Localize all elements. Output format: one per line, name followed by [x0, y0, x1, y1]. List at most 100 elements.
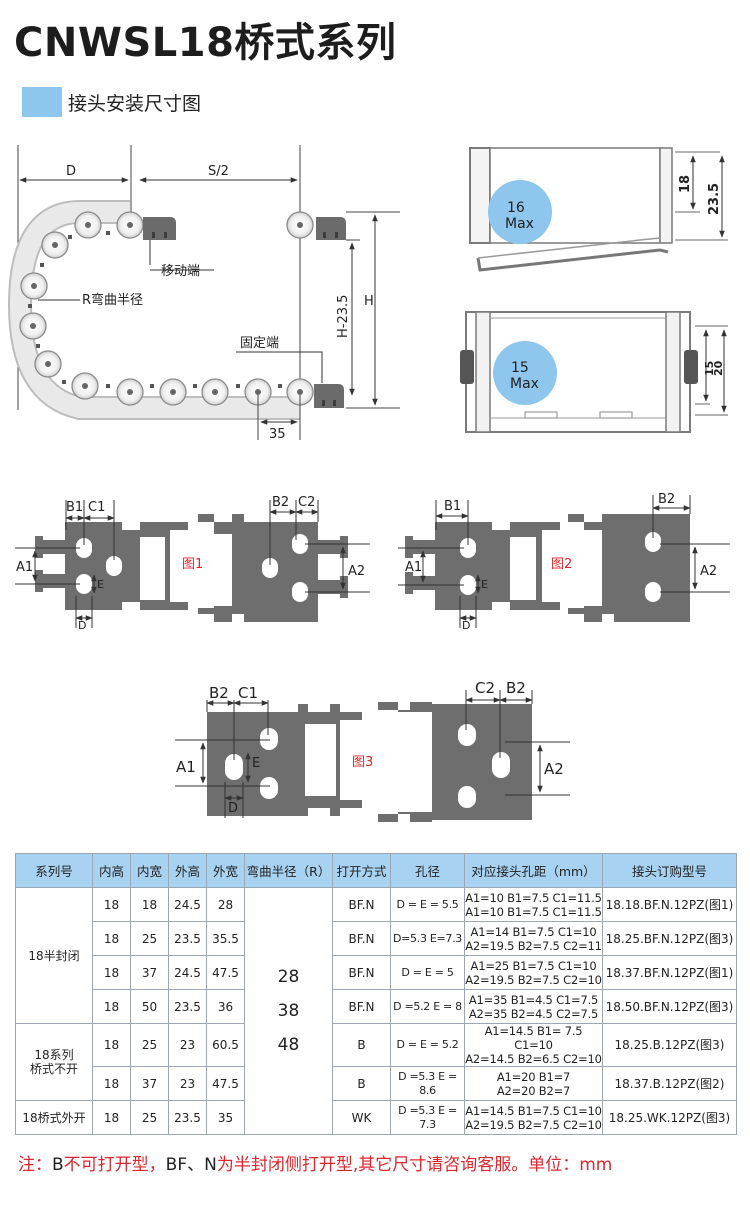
cell: 25	[130, 1100, 169, 1135]
dim-s2-label: S/2	[208, 164, 229, 179]
dim-20-label: 20	[712, 360, 725, 376]
model-cell: 18.25.WK.12PZ(图3)	[602, 1100, 737, 1135]
cell: 18	[92, 1100, 131, 1135]
note-part: B	[52, 1155, 64, 1175]
fig3-label: 图3	[352, 755, 373, 770]
fig3-d: D	[228, 801, 238, 816]
fig1-b1: B1	[66, 500, 83, 515]
series-label: 18系列	[34, 1048, 74, 1062]
section-header: 接头安装尺寸图	[22, 87, 201, 117]
cell: 23	[168, 1023, 207, 1067]
fig3-e: E	[252, 756, 260, 771]
cell: 23.5	[168, 1100, 207, 1135]
cell: 25	[130, 921, 169, 956]
fig1-b2: B2	[272, 495, 289, 510]
side-view-top: 18 23.5 16 Max	[469, 147, 728, 272]
model-cell: 18.25.B.12PZ(图3)	[602, 1023, 737, 1067]
cell: D = E = 5	[390, 955, 465, 990]
series-cell: 18桥式外开	[15, 1100, 93, 1135]
fig1-c2: C2	[298, 495, 315, 510]
bend-radius-label: R弯曲半径	[82, 292, 143, 308]
cell: 47.5	[206, 955, 245, 990]
fig2-d: D	[462, 619, 470, 632]
bend-radius-cell: 28 38 48	[244, 887, 333, 1135]
cell: 60.5	[206, 1023, 245, 1067]
col-hole-dia: 孔径	[390, 853, 465, 888]
cell-line: A1=10 B1=7.5 C1=11.5	[465, 890, 602, 905]
series-cell: 18半封闭	[15, 887, 93, 1024]
table-row: 18 25 23.5 35.5 BF.N D=5.3 E=7.3 A1=14 B…	[16, 921, 737, 956]
cell: 47.5	[206, 1066, 245, 1101]
cell: 37	[130, 955, 169, 990]
moving-end-label: 移动端	[161, 264, 200, 279]
fixed-end-connector	[314, 384, 344, 408]
max-label-top: Max	[505, 216, 534, 232]
bend-radius-value: 38	[277, 1001, 300, 1021]
col-open-type: 打开方式	[332, 853, 391, 888]
model-cell: 18.18.BF.N.12PZ(图1)	[602, 887, 737, 922]
model-cell: 18.50.BF.N.12PZ(图3)	[602, 989, 737, 1024]
fig3-c2: C2	[475, 679, 495, 697]
dim-23-5-label: 23.5	[707, 183, 722, 215]
figure-2: B1 A1 E D 图2 B2 A2	[398, 492, 730, 632]
cell: D=5.3 E=7.3	[390, 921, 465, 956]
fig1-d: D	[78, 619, 86, 632]
fig1-a2: A2	[348, 564, 365, 579]
fig1-label: 图1	[182, 557, 203, 572]
cell: 28	[206, 887, 245, 922]
series-label: 桥式不开	[29, 1062, 78, 1076]
fig2-b1: B1	[444, 499, 461, 514]
fig3-b2: B2	[209, 684, 229, 702]
model-cell: 18.25.BF.N.12PZ(图3)	[602, 921, 737, 956]
table-row: 18 37 24.5 47.5 BF.N D = E = 5 A1=25 B1=…	[16, 955, 737, 990]
fig3-c1: C1	[238, 684, 258, 702]
col-outer-height: 外高	[168, 853, 207, 888]
cell-line: A2=14.5 B2=6.5 C2=10	[465, 1052, 602, 1066]
cell: 35	[206, 1100, 245, 1135]
col-inner-width: 内宽	[130, 853, 169, 888]
col-hole-pitch: 对应接头孔距（mm）	[464, 853, 603, 888]
cell: BF.N	[332, 887, 391, 922]
cell: 24.5	[168, 887, 207, 922]
bend-radius-value: 28	[277, 967, 300, 987]
dim-h-minus-label: H-23.5	[336, 295, 351, 338]
col-order-model: 接头订购型号	[602, 853, 737, 888]
section-accent-block	[22, 87, 62, 117]
cell: 35.5	[206, 921, 245, 956]
series-label: 18半封闭	[28, 948, 80, 963]
max-badge-top	[488, 180, 552, 244]
cell: BF.N	[332, 955, 391, 990]
cell-line: A2=19.5 B2=7.5 C2=11	[465, 938, 602, 953]
fig1-e: E	[97, 578, 104, 591]
cell: 18	[130, 887, 169, 922]
fig2-b2: B2	[658, 492, 675, 507]
cell: D = E = 5.5	[390, 887, 465, 922]
dim-18-label: 18	[678, 175, 693, 193]
cell: D =5.2 E = 8	[390, 989, 465, 1024]
cell: BF.N	[332, 989, 391, 1024]
col-bend-radius: 弯曲半径（R）	[244, 853, 333, 888]
note-part: BF、N	[165, 1155, 217, 1175]
fig2-a1: A1	[405, 560, 422, 575]
cell-line: A1=14.5 B1= 7.5 C1=10	[484, 1024, 583, 1052]
cell: D =5.3 E = 8.6	[390, 1066, 465, 1101]
side-view-bottom: 15 20 15 Max	[460, 311, 728, 433]
cell: 18	[92, 1066, 131, 1101]
fig2-e: E	[481, 578, 488, 591]
cell: 25	[130, 1023, 169, 1067]
bend-radius-value: 48	[277, 1035, 300, 1055]
cell: 23	[168, 1066, 207, 1101]
chain-side-drawing: D S/2	[8, 145, 400, 442]
cell: BF.N	[332, 921, 391, 956]
cell-line: A1=25 B1=7.5 C1=10	[470, 958, 597, 973]
section-title: 接头安装尺寸图	[68, 92, 202, 115]
footer-note: 注：B不可打开型，BF、N为半封闭侧打开型,其它尺寸请咨询客服。单位：mm	[18, 1150, 612, 1175]
fig3-a2: A2	[544, 760, 564, 778]
cell-line: A2=20 B2=7	[496, 1083, 571, 1098]
table-header-row: 系列号 内高 内宽 外高 外宽 弯曲半径（R） 打开方式 孔径 对应接头孔距（m…	[15, 853, 737, 888]
cell: 24.5	[168, 955, 207, 990]
